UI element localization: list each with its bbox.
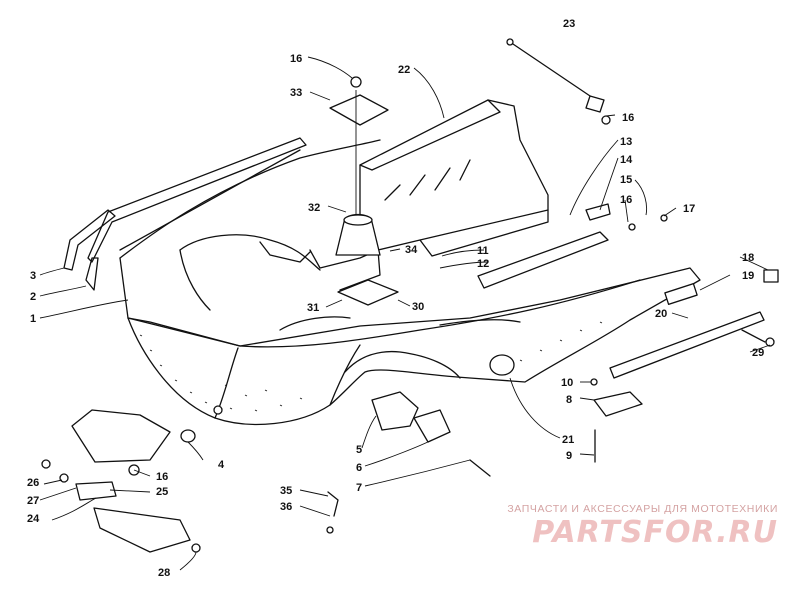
callout-22: 22	[398, 64, 410, 76]
callout-8: 8	[566, 394, 572, 406]
callout-36: 36	[280, 501, 292, 513]
callout-15: 15	[620, 174, 632, 186]
callout-16-console: 16	[620, 194, 632, 206]
bezel-part-6	[413, 409, 451, 443]
grommet-part-4	[180, 429, 196, 443]
washer-part-10	[590, 378, 598, 386]
callout-7: 7	[356, 482, 362, 494]
light-harness	[326, 378, 643, 534]
rear-brackets	[477, 203, 779, 379]
hitch-assembly	[41, 409, 201, 553]
hitch-plate-part-24	[75, 481, 117, 501]
callout-31: 31	[307, 302, 319, 314]
callout-19: 19	[742, 270, 754, 282]
callout-28: 28	[158, 567, 170, 579]
nut-part-16	[350, 76, 362, 88]
callout-24: 24	[27, 513, 40, 525]
callout-16-hitch: 16	[156, 471, 168, 483]
hitch-shroud	[71, 409, 171, 463]
callout-29: 29	[752, 347, 764, 359]
leader-lines	[39, 56, 771, 571]
callout-18: 18	[742, 252, 754, 264]
rail-part-19	[609, 311, 765, 379]
lower-plate-part-31	[337, 279, 399, 306]
callout-32: 32	[308, 202, 320, 214]
hardware	[506, 38, 775, 347]
bracket-part-12	[477, 231, 609, 289]
steering-boot-assembly	[329, 76, 399, 306]
side-trim-rail	[63, 137, 307, 291]
clip-part-18	[763, 269, 779, 283]
callout-33: 33	[290, 87, 302, 99]
callout-10: 10	[561, 377, 573, 389]
callout-2: 2	[30, 291, 36, 303]
callout-21: 21	[562, 434, 574, 446]
callout-14: 14	[620, 154, 633, 166]
callout-16-right: 16	[622, 112, 634, 124]
bracket-part-8	[593, 391, 643, 417]
callout-13: 13	[620, 136, 632, 148]
callout-34: 34	[405, 244, 418, 256]
callout-23: 23	[563, 18, 575, 30]
callout-3: 3	[30, 270, 36, 282]
callout-labels: 1 2 3 4 5 6 7 8 9 10 11 12 13 14 15 16 1…	[27, 18, 764, 579]
callout-6: 6	[356, 462, 362, 474]
callout-4: 4	[218, 459, 225, 471]
callout-27: 27	[27, 495, 39, 507]
callout-26: 26	[27, 477, 39, 489]
plug-part-21	[489, 354, 515, 376]
light-housing-part-5	[371, 391, 419, 431]
callout-20: 20	[655, 308, 667, 320]
callout-25: 25	[156, 486, 168, 498]
callout-16-top: 16	[290, 53, 302, 65]
callout-12: 12	[477, 258, 489, 270]
callout-1: 1	[30, 313, 36, 325]
callout-5: 5	[356, 444, 362, 456]
mount-plate-part-33	[329, 94, 389, 126]
reflector-part-19	[664, 283, 698, 305]
belly-pan	[119, 139, 701, 443]
callout-17: 17	[683, 203, 695, 215]
callout-35: 35	[280, 485, 292, 497]
console-deck	[309, 99, 549, 291]
callout-9: 9	[566, 450, 572, 462]
callout-11: 11	[477, 245, 489, 257]
callout-30: 30	[412, 301, 424, 313]
